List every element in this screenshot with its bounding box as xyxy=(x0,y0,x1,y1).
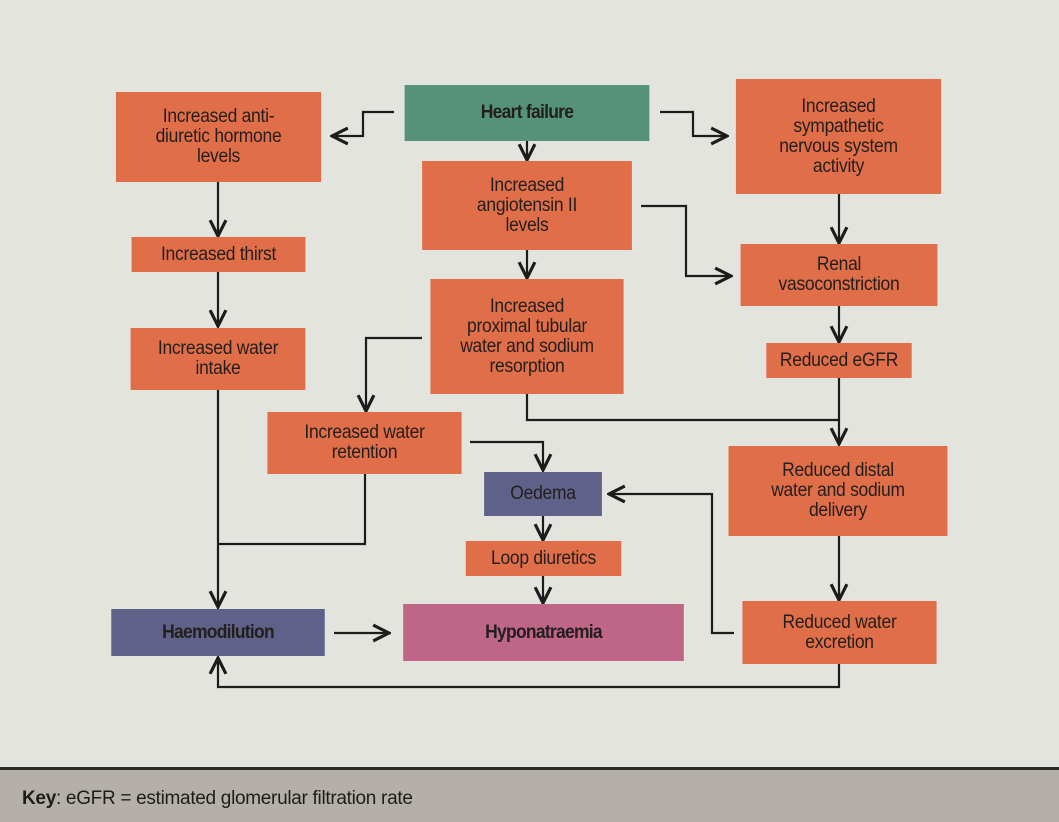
arrow-angiotensin-to-renal xyxy=(641,204,731,276)
arrow-proximal-to-retention xyxy=(366,336,422,411)
node-increased-thirst: Increased thirst xyxy=(131,237,306,272)
node-water-intake: Increased water intake xyxy=(130,328,306,390)
node-loop-diuretics: Loop diuretics xyxy=(465,541,622,576)
node-label: Reduced water excretion xyxy=(782,611,897,653)
node-label: Increased proximal tubular water and sod… xyxy=(460,295,594,377)
node-reduced-egfr: Reduced eGFR xyxy=(766,343,912,378)
line-proximal-to-distal xyxy=(525,394,839,422)
node-label: Increased sympathetic nervous system act… xyxy=(779,95,898,177)
node-sympathetic-activity: Increased sympathetic nervous system act… xyxy=(735,79,942,194)
arrow-retention-to-oedema xyxy=(470,440,543,470)
node-label: Haemodilution xyxy=(162,621,275,643)
node-label: Increased thirst xyxy=(160,243,277,265)
node-water-retention: Increased water retention xyxy=(267,412,462,474)
node-increased-adh: Increased anti- diuretic hormone levels xyxy=(115,92,322,182)
node-label: Increased anti- diuretic hormone levels xyxy=(155,106,282,167)
node-hyponatraemia: Hyponatraemia xyxy=(403,604,684,661)
node-label: Increased water retention xyxy=(304,422,425,463)
node-label: Hyponatraemia xyxy=(485,621,602,643)
key-footer: Key: eGFR = estimated glomerular filtrat… xyxy=(0,767,1059,822)
node-label: Renal vasoconstriction xyxy=(778,254,900,295)
key-definition: : eGFR = estimated glomerular filtration… xyxy=(55,788,413,809)
key-text: Key: eGFR = estimated glomerular filtrat… xyxy=(22,788,413,810)
arrow-hf-to-adh xyxy=(332,110,394,136)
node-label: Loop diuretics xyxy=(491,547,596,569)
node-label: Increased water intake xyxy=(157,338,279,379)
node-label: Reduced eGFR xyxy=(779,349,899,371)
arrow-excretion-to-oedema xyxy=(609,494,734,635)
node-reduced-excretion: Reduced water excretion xyxy=(742,601,937,664)
node-haemodilution: Haemodilution xyxy=(111,609,325,656)
node-angiotensin-levels: Increased angiotensin II levels xyxy=(422,161,632,250)
arrow-hf-to-sympathetic xyxy=(660,110,727,136)
node-label: Increased angiotensin II levels xyxy=(476,174,578,236)
node-proximal-resorption: Increased proximal tubular water and sod… xyxy=(430,279,624,394)
node-distal-delivery: Reduced distal water and sodium delivery xyxy=(728,446,948,536)
node-oedema: Oedema xyxy=(484,472,602,516)
node-label: Reduced distal water and sodium delivery xyxy=(771,460,905,521)
node-label: Oedema xyxy=(510,483,576,504)
arrow-excretion-to-haemodilution xyxy=(218,658,841,689)
node-renal-vasoconstriction: Renal vasoconstriction xyxy=(740,244,938,306)
key-label: Key xyxy=(22,788,56,809)
node-label: Heart failure xyxy=(480,102,574,123)
node-heart-failure: Heart failure xyxy=(404,85,650,141)
line-retention-to-haemodilution xyxy=(218,474,367,546)
